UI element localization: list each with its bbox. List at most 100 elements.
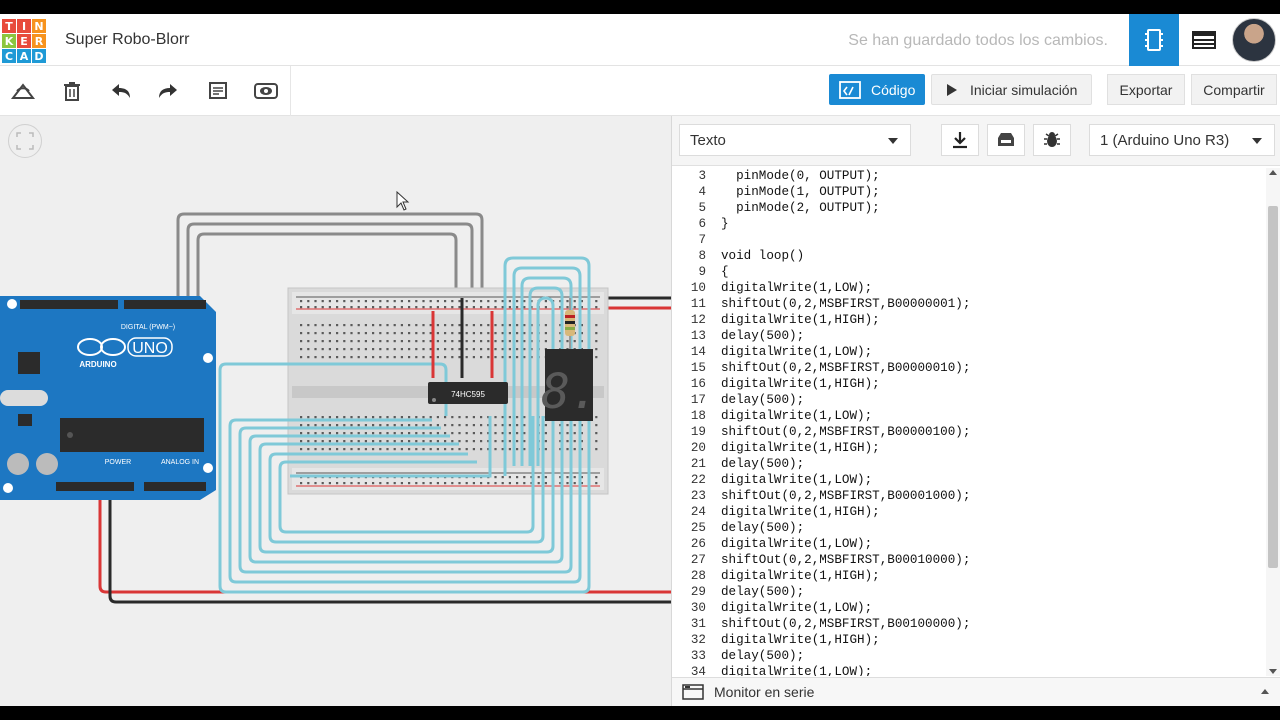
breadboard-hole bbox=[372, 356, 375, 359]
code-line[interactable]: 6} bbox=[674, 216, 1266, 232]
breadboard-hole bbox=[444, 432, 447, 435]
breadboard-hole bbox=[451, 440, 454, 443]
code-line[interactable]: 4 pinMode(1, OUTPUT); bbox=[674, 184, 1266, 200]
breadboard-hole bbox=[595, 416, 598, 419]
breadboard-hole bbox=[472, 324, 475, 327]
notes-button[interactable] bbox=[205, 79, 231, 103]
circuit-canvas[interactable]: 74HC595 8. bbox=[0, 116, 671, 706]
device-select[interactable]: 1 (Arduino Uno R3) bbox=[1089, 124, 1275, 156]
code-line[interactable]: 5 pinMode(2, OUTPUT); bbox=[674, 200, 1266, 216]
breadboard-hole bbox=[429, 324, 432, 327]
breadboard-hole bbox=[364, 424, 367, 427]
user-avatar[interactable] bbox=[1232, 18, 1276, 62]
component-list-button[interactable] bbox=[1179, 14, 1229, 66]
project-title[interactable]: Super Robo-Blorr bbox=[65, 31, 190, 48]
breadboard-hole bbox=[364, 332, 367, 335]
breadboard-hole bbox=[415, 416, 418, 419]
scroll-up-icon[interactable] bbox=[1269, 170, 1277, 175]
redo-button[interactable] bbox=[155, 79, 181, 103]
breadboard-hole bbox=[451, 448, 454, 451]
chevron-up-icon[interactable] bbox=[1261, 689, 1269, 694]
line-text: pinMode(2, OUTPUT); bbox=[721, 201, 880, 215]
delete-button[interactable] bbox=[59, 79, 85, 103]
breadboard-hole bbox=[321, 440, 324, 443]
line-text: shiftOut(0,2,MSBFIRST,B00010000); bbox=[721, 553, 971, 567]
code-line[interactable]: 7 bbox=[674, 232, 1266, 248]
rotate-tool-button[interactable] bbox=[10, 79, 36, 103]
breadboard-hole bbox=[386, 448, 389, 451]
code-button[interactable]: Código bbox=[829, 74, 925, 105]
breadboard-hole bbox=[480, 482, 483, 485]
breadboard-hole bbox=[559, 440, 562, 443]
code-mode-select[interactable]: Texto bbox=[679, 124, 911, 156]
code-scrollbar[interactable] bbox=[1266, 168, 1280, 676]
share-button[interactable]: Compartir bbox=[1191, 74, 1277, 105]
breadboard-hole bbox=[487, 332, 490, 335]
code-line[interactable]: 3 pinMode(0, OUTPUT); bbox=[674, 168, 1266, 184]
breadboard-hole bbox=[494, 332, 497, 335]
toolbar: Código Iniciar simulación Exportar Compa… bbox=[0, 66, 1280, 116]
debugger-button[interactable] bbox=[1033, 124, 1071, 156]
breadboard-hole bbox=[544, 424, 547, 427]
breadboard-hole bbox=[321, 324, 324, 327]
export-button[interactable]: Exportar bbox=[1107, 74, 1185, 105]
undo-button[interactable] bbox=[108, 79, 134, 103]
serial-monitor-bar[interactable]: Monitor en serie bbox=[672, 677, 1280, 706]
scroll-down-icon[interactable] bbox=[1269, 669, 1277, 674]
breadboard-hole bbox=[307, 432, 310, 435]
line-number: 32 bbox=[690, 633, 706, 647]
breadboard-hole bbox=[379, 424, 382, 427]
breadboard-hole bbox=[314, 348, 317, 351]
breadboard-hole bbox=[444, 440, 447, 443]
code-editor[interactable]: 3 pinMode(0, OUTPUT);4 pinMode(1, OUTPUT… bbox=[674, 168, 1266, 676]
breadboard-hole bbox=[458, 340, 461, 343]
breadboard-hole bbox=[436, 332, 439, 335]
circuit-view-button[interactable] bbox=[1129, 14, 1179, 66]
breadboard-hole bbox=[436, 348, 439, 351]
breadboard-hole bbox=[573, 482, 576, 485]
libraries-button[interactable] bbox=[987, 124, 1025, 156]
breadboard-hole bbox=[336, 306, 339, 309]
code-line[interactable]: 9{ bbox=[674, 264, 1266, 280]
breadboard-hole bbox=[307, 482, 310, 485]
breadboard-hole bbox=[458, 356, 461, 359]
breadboard-hole bbox=[458, 348, 461, 351]
download-code-button[interactable] bbox=[941, 124, 979, 156]
breadboard-hole bbox=[573, 476, 576, 479]
breadboard-hole bbox=[300, 348, 303, 351]
bug-icon bbox=[1044, 132, 1060, 147]
breadboard-hole bbox=[343, 306, 346, 309]
fit-view-button[interactable] bbox=[8, 124, 42, 158]
scroll-thumb[interactable] bbox=[1268, 206, 1278, 568]
visibility-button[interactable] bbox=[253, 79, 279, 103]
start-simulation-button[interactable]: Iniciar simulación bbox=[931, 74, 1092, 105]
circuit-diagram[interactable]: 74HC595 8. bbox=[0, 116, 671, 706]
